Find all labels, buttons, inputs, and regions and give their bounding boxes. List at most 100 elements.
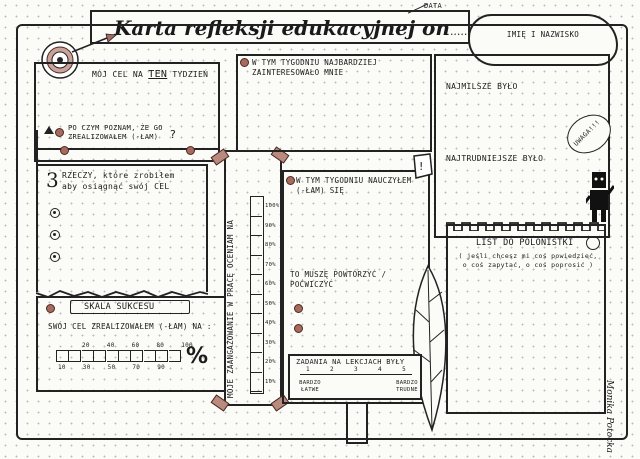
torn-edge (35, 284, 209, 298)
scale-cell[interactable] (119, 350, 131, 362)
arrow-up-icon (44, 126, 54, 134)
scale-title: SKALA SUKCESU (84, 302, 155, 312)
arrow-icon (68, 32, 118, 56)
bullet-icon (50, 208, 60, 218)
tasks-tick-label: 3 (354, 366, 358, 373)
engagement-segment[interactable]: 80% (251, 236, 276, 256)
scale-tick-label: 40 (106, 342, 115, 349)
tasks-scale-line (300, 374, 412, 375)
recognize-text: PO CZYM POZNAM, ŻE GO ZREALIZOWAŁEM (-ŁA… (68, 124, 163, 141)
page-title: Karta refleksji edukacyjnej on........ (90, 10, 478, 44)
title-text: Karta refleksji edukacyjnej on (114, 16, 450, 40)
figure-icon (582, 170, 616, 224)
scale-tick-label: 80 (156, 342, 165, 349)
goal-prefix: MÓJ CEL NA (92, 70, 149, 79)
scale-question: SWÓJ CEL ZREALIZOWAŁEM (-ŁAM) NA : (48, 322, 212, 331)
pin-icon (55, 128, 64, 137)
hardest-text: NAJTRUDNIEJSZE BYŁO (446, 154, 544, 163)
engagement-percent-label: 100% (265, 203, 280, 209)
scale-cell[interactable] (106, 350, 119, 362)
name-cloud[interactable]: IMIĘ I NAZWISKO (468, 14, 618, 66)
three-things-panel[interactable] (36, 164, 208, 292)
learned-text: W TYM TYGODNIU NAUCZYŁEM (-ŁAM) SIĘ (296, 176, 412, 195)
bullet-icon (50, 252, 60, 262)
scale-cell[interactable] (69, 350, 82, 362)
tasks-panel[interactable] (288, 354, 422, 400)
scale-title-box (70, 300, 190, 314)
three-things-text: RZECZY, które zrobiłem aby osiągnąć swój… (62, 171, 175, 191)
goal-label: MÓJ CEL NA TEN TYDZIEŃ (92, 70, 208, 80)
scale-cell[interactable] (143, 350, 156, 362)
engagement-segment[interactable]: 100% (251, 197, 279, 217)
engagement-percent-label: 80% (265, 242, 276, 248)
engagement-percent-label: 40% (265, 320, 276, 326)
engagement-segment[interactable]: 70% (251, 256, 276, 275)
pin-icon (240, 58, 249, 67)
engagement-segment[interactable]: 50% (251, 295, 276, 314)
scale-cell[interactable] (168, 350, 181, 362)
engagement-thermometer[interactable]: 100% 90% 80% 70% 60% 50% 40% 30% 20% 10% (250, 196, 279, 394)
pin-icon (60, 146, 69, 155)
tasks-tick-label: 1 (306, 366, 310, 373)
scale-tick-label: 50 (107, 364, 116, 371)
tasks-left-label: BARDZO ŁATWE (299, 380, 321, 393)
scale-tick-label: 20 (82, 342, 90, 349)
interested-text: W TYM TYGODNIU NAJBARDZIEJ ZAINTERESOWAŁ… (252, 58, 378, 77)
three-number: 3 (46, 168, 59, 192)
tasks-tick-label: 4 (378, 366, 382, 373)
engagement-percent-label: 30% (265, 339, 276, 346)
divider (34, 148, 220, 150)
pin-icon (46, 304, 55, 313)
target-icon (40, 38, 80, 82)
engagement-segment[interactable]: 40% (251, 314, 276, 334)
engagement-percent-label: 50% (265, 300, 276, 307)
svg-text:!: ! (419, 160, 423, 173)
tasks-title: ZADANIA NA LEKCJACH BYŁY (296, 358, 405, 366)
letter-note: ( jeśli chcesz mi coś powiedzieć, o coś … (458, 252, 598, 269)
goal-panel[interactable] (34, 62, 220, 162)
percent-sign: % (186, 344, 209, 369)
signature: Monika Potocka (604, 380, 614, 453)
letter-title: LIST DO POLONISTKI (476, 238, 574, 248)
scale-tick-label: 60 (131, 342, 140, 349)
scale-bar[interactable] (56, 350, 181, 362)
scale-cell[interactable] (131, 350, 144, 362)
scale-cell[interactable] (156, 350, 169, 362)
castle-edge (445, 216, 606, 232)
goal-suffix: TYDZIEŃ (167, 70, 209, 79)
scale-cell[interactable] (57, 350, 69, 362)
question-mark-icon: ? (170, 128, 176, 141)
tasks-tick-label: 2 (330, 366, 334, 373)
engagement-percent-label: 60% (265, 281, 276, 287)
scale-tick-label: 30 (82, 364, 91, 371)
tasks-post (346, 404, 368, 444)
date-label: DATA (424, 2, 443, 10)
practice-text: TO MUSZĘ POWTÓRZYĆ / POĆWICZYĆ (290, 270, 387, 289)
engagement-segment[interactable]: 10% (251, 373, 276, 392)
name-label: IMIĘ I NAZWISKO (506, 30, 580, 39)
pin-icon (294, 304, 303, 313)
scale-tick-label: 70 (132, 364, 141, 371)
engagement-percent-label: 90% (265, 222, 276, 229)
interested-panel[interactable] (236, 54, 432, 152)
scale-tick-label: 10 (58, 364, 66, 371)
engagement-segment[interactable]: 30% (251, 334, 276, 353)
letter-ring (586, 236, 600, 250)
engagement-percent-label: 10% (265, 378, 276, 385)
tasks-tick-label: 5 (402, 366, 406, 373)
engagement-segment[interactable]: 90% (251, 217, 276, 236)
engagement-segment[interactable]: 20% (251, 353, 276, 373)
tasks-right-label: BARDZO TRUDNE (396, 380, 418, 393)
pin-icon (286, 176, 295, 185)
lightbulb-icon: ! (408, 150, 436, 184)
pin-icon (294, 324, 303, 333)
scale-tick-label: 100 (181, 342, 193, 349)
castle-line (445, 222, 606, 232)
nicest-hardest-panel[interactable] (434, 54, 610, 238)
scale-cell[interactable] (94, 350, 107, 362)
engagement-percent-label: 20% (265, 359, 276, 365)
engagement-segment[interactable]: 60% (251, 275, 276, 295)
engagement-percent-label: 70% (265, 261, 276, 268)
pin-icon (186, 146, 195, 155)
scale-cell[interactable] (81, 350, 94, 362)
